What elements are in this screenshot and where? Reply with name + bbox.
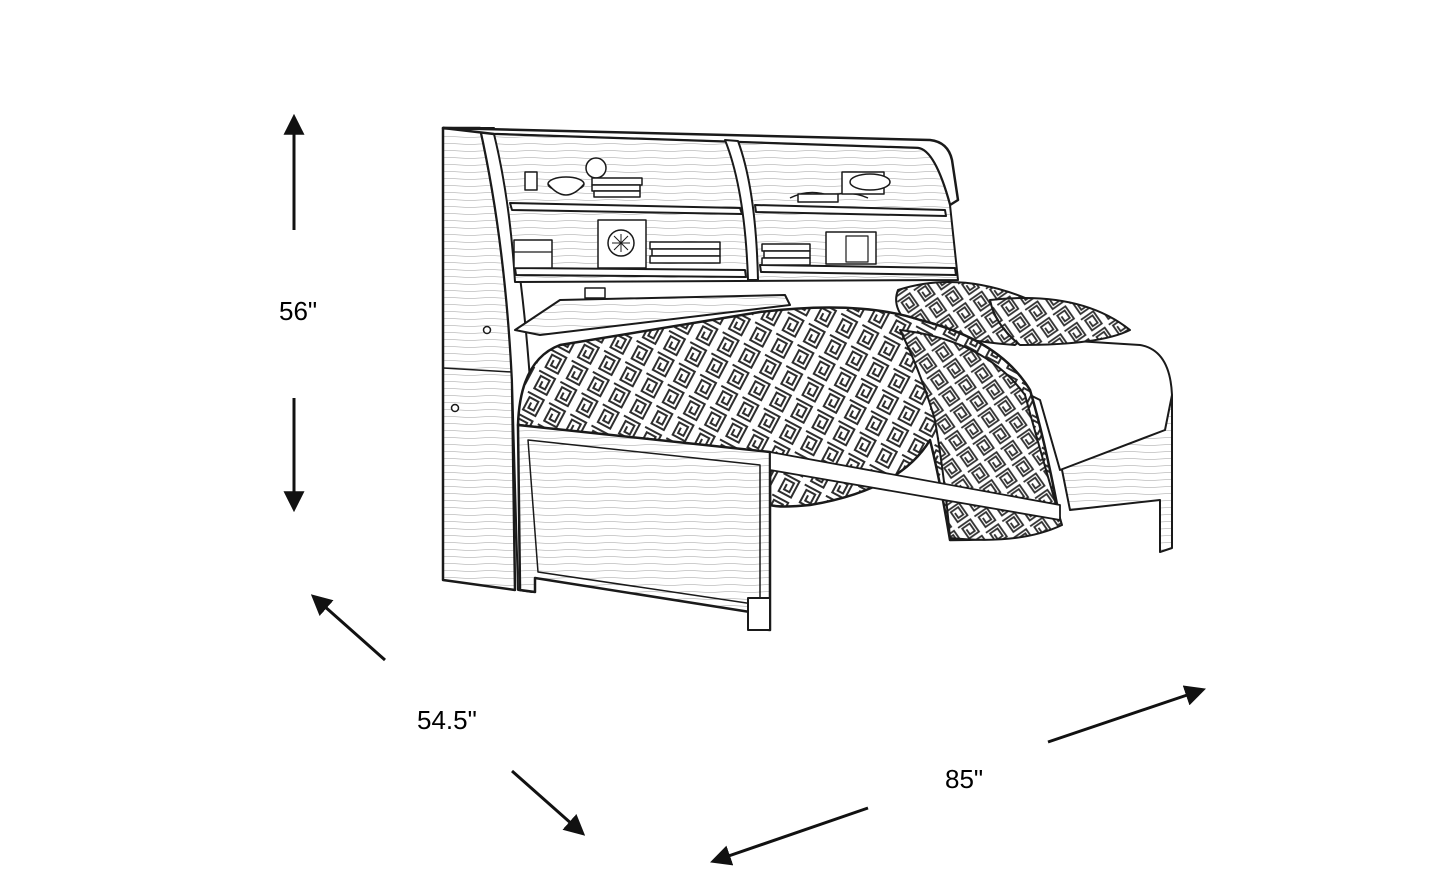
depth-label: 54.5" [417, 705, 477, 735]
depth-arrow [310, 594, 586, 836]
height-label: 56" [279, 296, 318, 326]
width-label: 85" [945, 764, 984, 794]
daybed-illustration [441, 126, 1173, 632]
width-arrow [710, 685, 1206, 866]
